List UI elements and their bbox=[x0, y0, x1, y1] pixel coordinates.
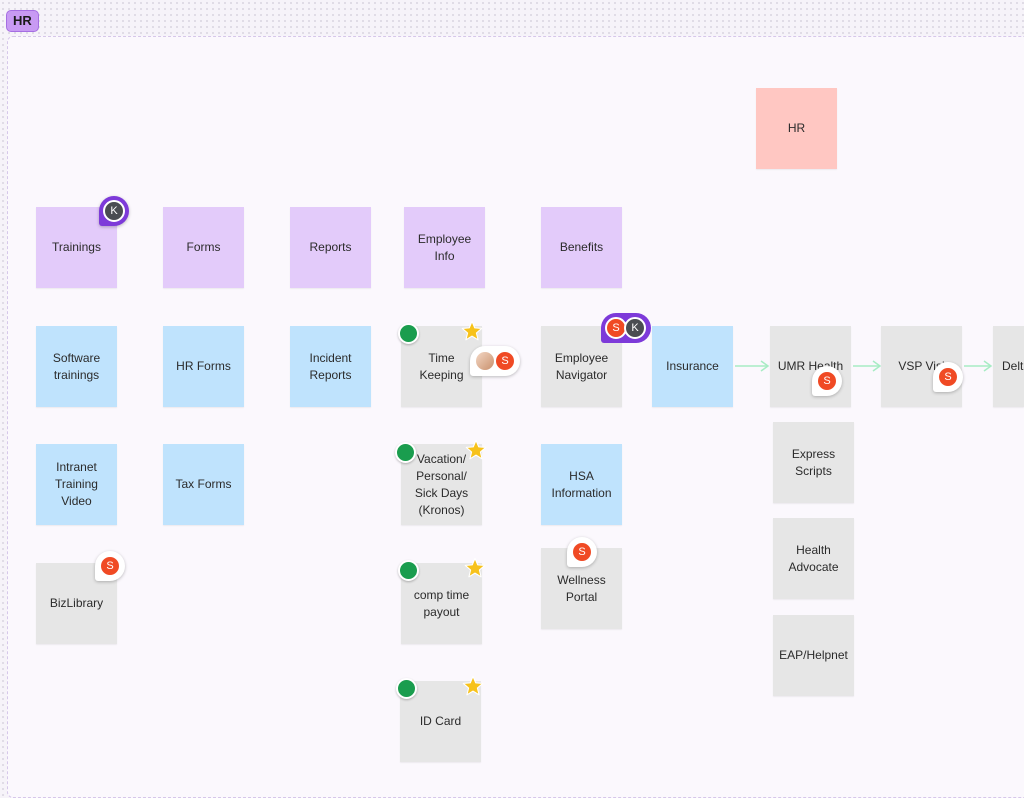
avatar-s-initial: S bbox=[612, 322, 620, 334]
sticky-insurance[interactable]: Insurance bbox=[652, 326, 733, 407]
sticky-comp-time-payout-label: comp time payout bbox=[413, 587, 470, 619]
sticky-umr-health[interactable]: UMR Health bbox=[770, 326, 851, 407]
avatar-k-trainings[interactable]: K bbox=[103, 200, 125, 222]
sticky-reports[interactable]: Reports bbox=[290, 207, 371, 288]
sticky-benefits-label: Benefits bbox=[559, 240, 604, 254]
sticky-intranet-training-video-label: Intranet Training Video bbox=[55, 460, 98, 508]
sticky-delta-label: Delta bbox=[1002, 359, 1024, 373]
section-label[interactable]: HR bbox=[6, 10, 39, 32]
sticky-wellness-portal-label: Wellness Portal bbox=[557, 572, 606, 604]
sticky-tax-forms[interactable]: Tax Forms bbox=[163, 444, 244, 525]
sticky-intranet-training-video[interactable]: Intranet Training Video bbox=[36, 444, 117, 525]
sticky-hr-forms-label: HR Forms bbox=[176, 359, 231, 373]
sticky-vacation-label: Vacation/ Personal/ Sick Days (Kronos) bbox=[414, 451, 469, 517]
sticky-employee-info-label: Employee Info bbox=[417, 231, 472, 263]
star-sticker-comp-time[interactable] bbox=[464, 557, 486, 579]
avatar-s-wellness[interactable]: S bbox=[571, 541, 593, 563]
avatar-s-initial: S bbox=[501, 355, 509, 367]
sticky-health-advocate[interactable]: Health Advocate bbox=[773, 518, 854, 599]
avatar-s-vsp[interactable]: S bbox=[937, 366, 959, 388]
sticky-trainings-label: Trainings bbox=[52, 240, 101, 254]
star-sticker-id-card[interactable] bbox=[462, 675, 484, 697]
sticky-eap-helpnet-label: EAP/Helpnet bbox=[779, 648, 848, 662]
sticky-delta[interactable]: Delta bbox=[993, 326, 1024, 407]
sticky-hr-root-label: HR bbox=[787, 121, 806, 135]
sticky-benefits[interactable]: Benefits bbox=[541, 207, 622, 288]
sticky-hr-root[interactable]: HR bbox=[756, 88, 837, 169]
star-sticker-time-keeping[interactable] bbox=[461, 320, 483, 342]
avatar-s-time-keeping[interactable]: S bbox=[494, 350, 516, 372]
connector-insurance-umr[interactable] bbox=[733, 358, 771, 374]
avatar-s-initial: S bbox=[823, 375, 831, 387]
sticky-express-scripts[interactable]: Express Scripts bbox=[773, 422, 854, 503]
avatar-s-umr[interactable]: S bbox=[816, 370, 838, 392]
green-dot-sticker-time-keeping[interactable] bbox=[398, 323, 419, 344]
sticky-reports-label: Reports bbox=[309, 240, 352, 254]
star-sticker-vacation[interactable] bbox=[465, 439, 487, 461]
sticky-vacation[interactable]: Vacation/ Personal/ Sick Days (Kronos) bbox=[401, 444, 482, 525]
sticky-id-card-label: ID Card bbox=[419, 714, 462, 728]
connector-vsp-delta[interactable] bbox=[962, 358, 994, 374]
sticky-forms-label: Forms bbox=[186, 240, 221, 254]
sticky-hsa-information[interactable]: HSA Information bbox=[541, 444, 622, 525]
hr-section-frame bbox=[7, 36, 1024, 798]
sticky-software-trainings-label: Software trainings bbox=[52, 350, 101, 382]
avatar-k-navigator[interactable]: K bbox=[624, 317, 646, 339]
avatar-s-initial: S bbox=[106, 560, 114, 572]
avatar-k-initial: K bbox=[631, 322, 639, 334]
sticky-employee-info[interactable]: Employee Info bbox=[404, 207, 485, 288]
sticky-incident-reports-label: Incident Reports bbox=[309, 350, 352, 382]
sticky-insurance-label: Insurance bbox=[666, 359, 719, 373]
green-dot-sticker-comp-time[interactable] bbox=[398, 560, 419, 581]
sticky-express-scripts-label: Express Scripts bbox=[791, 446, 836, 478]
sticky-software-trainings[interactable]: Software trainings bbox=[36, 326, 117, 407]
sticky-eap-helpnet[interactable]: EAP/Helpnet bbox=[773, 615, 854, 696]
sticky-time-keeping-label: Time Keeping bbox=[419, 350, 464, 382]
sticky-time-keeping[interactable]: Time Keeping bbox=[401, 326, 482, 407]
avatar-k-initial: K bbox=[110, 205, 118, 217]
avatar-s-initial: S bbox=[578, 546, 586, 558]
sticky-forms[interactable]: Forms bbox=[163, 207, 244, 288]
connector-umr-vsp[interactable] bbox=[851, 358, 883, 374]
avatar-s-bizlibrary[interactable]: S bbox=[99, 555, 121, 577]
green-dot-sticker-vacation[interactable] bbox=[395, 442, 416, 463]
green-dot-sticker-id-card[interactable] bbox=[396, 678, 417, 699]
sticky-hr-forms[interactable]: HR Forms bbox=[163, 326, 244, 407]
avatar-photo-time-keeping[interactable] bbox=[474, 350, 496, 372]
sticky-bizlibrary-label: BizLibrary bbox=[49, 596, 104, 610]
avatar-s-initial: S bbox=[944, 371, 952, 383]
sticky-health-advocate-label: Health Advocate bbox=[788, 542, 839, 574]
sticky-hsa-information-label: HSA Information bbox=[551, 468, 612, 500]
sticky-tax-forms-label: Tax Forms bbox=[175, 477, 232, 491]
sticky-incident-reports[interactable]: Incident Reports bbox=[290, 326, 371, 407]
sticky-employee-navigator-label: Employee Navigator bbox=[554, 350, 609, 382]
sticky-wellness-portal[interactable]: Wellness Portal bbox=[541, 548, 622, 629]
